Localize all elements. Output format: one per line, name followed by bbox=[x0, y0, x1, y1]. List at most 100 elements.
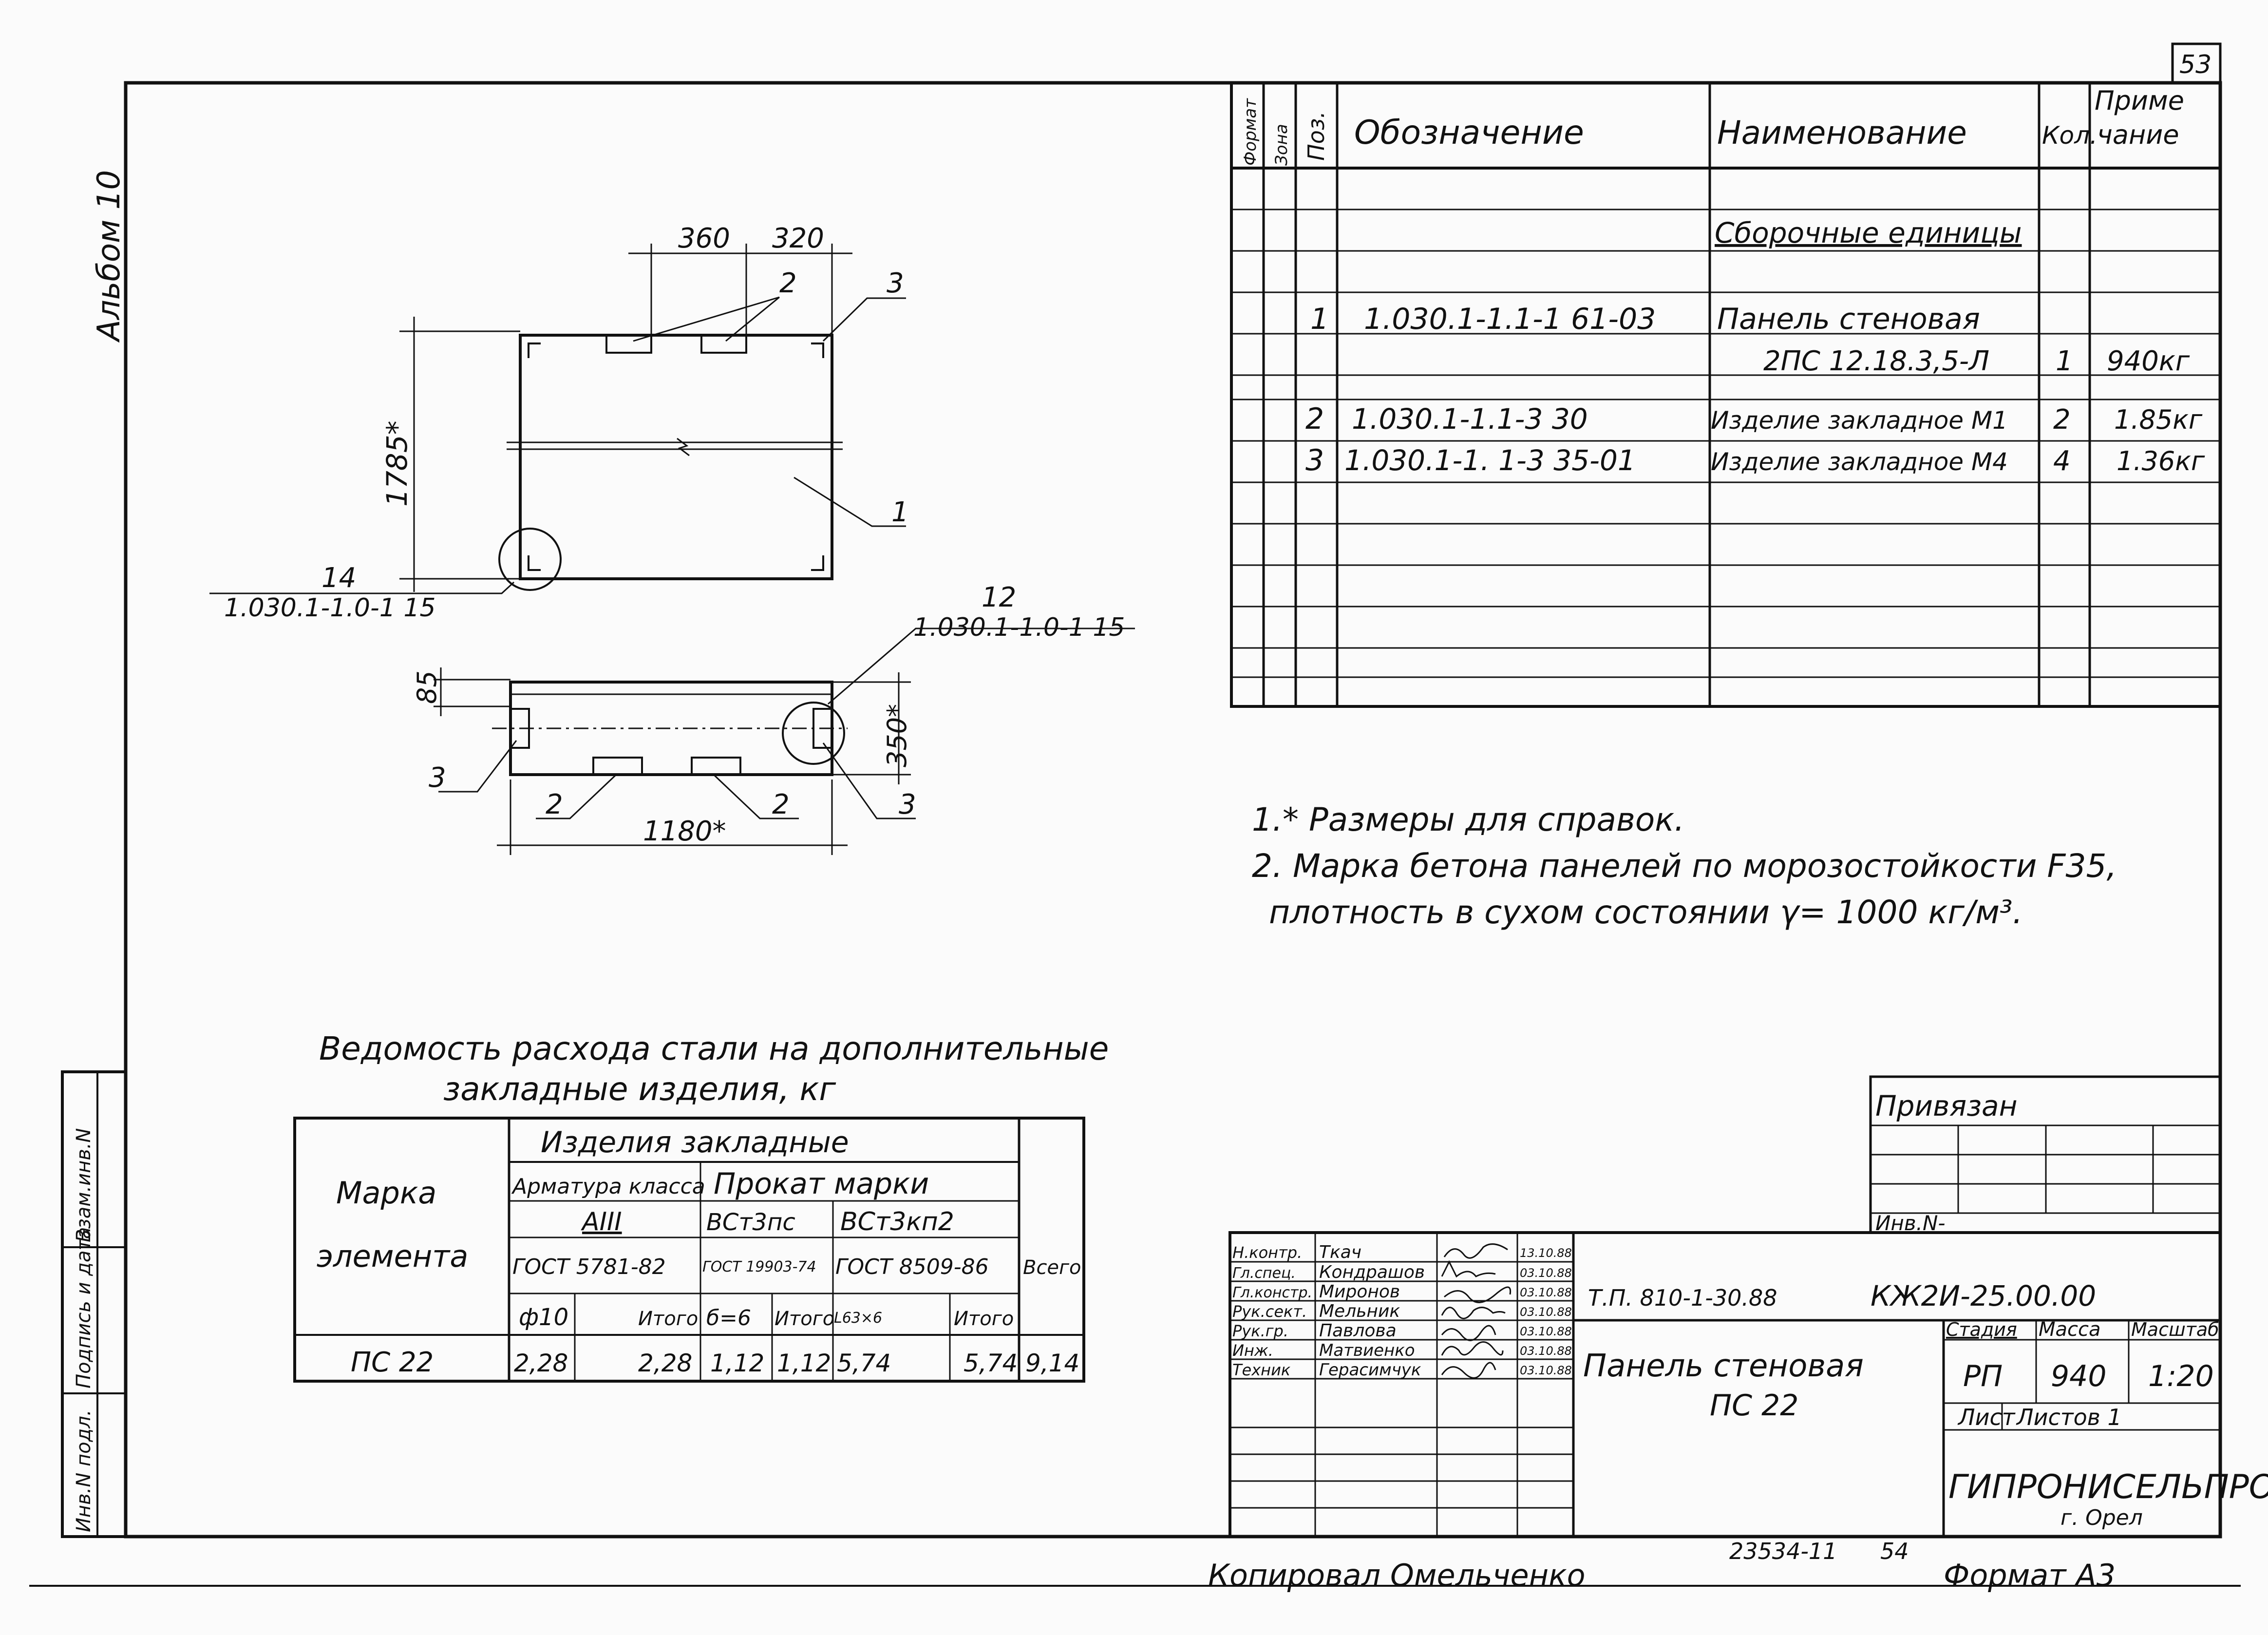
steel-row-mark: ПС 22 bbox=[351, 1347, 434, 1378]
side-stamp-inv: Инв.N подл. bbox=[73, 1409, 95, 1532]
spec-r2-name: 2ПС 12.18.3,5-Л bbox=[1763, 345, 1989, 377]
spec-r1-designation: 1.030.1-1.1-1 61-03 bbox=[1364, 302, 1656, 336]
spec-r4-qty: 4 bbox=[2053, 445, 2071, 477]
steel-h-vst3ps: ВСт3пс bbox=[706, 1209, 795, 1236]
date-4: 03.10.88 bbox=[1520, 1325, 1572, 1338]
spec-h-designation: Обозначение bbox=[1354, 114, 1584, 152]
steel-h-gost2: ГОСТ 19903-74 bbox=[702, 1258, 816, 1275]
leader-3-top: 3 bbox=[887, 267, 904, 299]
note-1: 1.* Размеры для справок. bbox=[1252, 801, 1684, 838]
spec-r2-qty: 1 bbox=[2056, 345, 2073, 377]
steel-table bbox=[293, 1117, 1085, 1383]
spec-r4-note: 1.36кг bbox=[2117, 446, 2205, 476]
spec-r4-pos: 3 bbox=[1305, 443, 1324, 477]
inv-n-label: Инв.N- bbox=[1875, 1211, 1946, 1235]
panel-front-view bbox=[209, 244, 906, 594]
steel-h-rebar: Арматура класса bbox=[511, 1174, 705, 1199]
name-2: Миронов bbox=[1319, 1282, 1400, 1302]
spec-r3-note: 1.85кг bbox=[2114, 404, 2203, 435]
dim-360: 360 bbox=[678, 223, 730, 254]
callout-14-ref: 1.030.1-1.0-1 15 bbox=[224, 593, 435, 623]
spec-r3-designation: 1.030.1-1.1-3 30 bbox=[1352, 402, 1588, 436]
steel-h-gost1: ГОСТ 5781-82 bbox=[512, 1255, 666, 1279]
spec-h-name: Наименование bbox=[1717, 114, 1967, 152]
spec-h-qty: Кол. bbox=[2042, 121, 2098, 150]
leader-3-right: 3 bbox=[899, 789, 916, 820]
leader-3-left: 3 bbox=[429, 762, 446, 794]
spec-r3-name: Изделие закладное М1 bbox=[1711, 406, 2008, 435]
bottom-format: Формат А3 bbox=[1944, 1558, 2116, 1593]
note-2: 2. Марка бетона панелей по морозостойкос… bbox=[1252, 847, 2117, 885]
spec-section: Сборочные единицы bbox=[1715, 216, 2022, 249]
steel-row-it2: 1,12 bbox=[777, 1349, 831, 1377]
steel-row-d6: 1,12 bbox=[710, 1349, 764, 1377]
spec-h-note2: чание bbox=[2097, 119, 2179, 150]
steel-h-mark1: Марка bbox=[336, 1175, 436, 1211]
date-3: 03.10.88 bbox=[1520, 1305, 1572, 1319]
date-5: 03.10.88 bbox=[1520, 1344, 1572, 1358]
stamp-scale: 1:20 bbox=[2148, 1359, 2214, 1393]
stamp-h-scale: Масштаб bbox=[2131, 1319, 2219, 1340]
spec-r1-name: Панель стеновая bbox=[1717, 302, 1980, 336]
stamp-h-sheets: Листов 1 bbox=[2016, 1404, 2122, 1430]
role-0: Н.контр. bbox=[1232, 1243, 1302, 1262]
stamp-h-mass: Масса bbox=[2039, 1318, 2101, 1341]
signatures bbox=[1441, 1243, 1512, 1379]
side-stamp: Инв.N подл. Подпись и дата Взам.инв.N bbox=[61, 1070, 127, 1538]
title-block bbox=[1228, 1231, 2222, 1538]
bottom-page: 54 bbox=[1880, 1538, 1909, 1564]
stamp-city: г. Орел bbox=[2060, 1505, 2143, 1530]
dim-1785: 1785* bbox=[380, 420, 414, 507]
bottom-copied: Копировал Омельченко bbox=[1208, 1558, 1586, 1593]
album-label: Альбом 10 bbox=[91, 170, 127, 343]
steel-h-total: Всего bbox=[1023, 1256, 1081, 1279]
stamp-code: КЖ2И-25.00.00 bbox=[1871, 1279, 2096, 1312]
date-1: 03.10.88 bbox=[1520, 1266, 1572, 1280]
spec-r1-pos: 1 bbox=[1310, 302, 1329, 336]
dim-1180: 1180* bbox=[643, 816, 726, 847]
privyazan-block bbox=[1869, 1075, 2222, 1234]
leader-1: 1 bbox=[891, 496, 909, 528]
callout-12: 12 bbox=[982, 582, 1016, 613]
name-1: Кондрашов bbox=[1319, 1262, 1425, 1282]
steel-title-1: Ведомость расхода стали на дополнительны… bbox=[319, 1030, 1109, 1067]
steel-h-rebar-cls: АIII bbox=[581, 1207, 622, 1236]
stamp-org: ГИПРОНИСЕЛЬПРОМ bbox=[1948, 1468, 2268, 1506]
name-5: Матвиенко bbox=[1319, 1341, 1415, 1360]
dim-85: 85 bbox=[412, 670, 442, 704]
steel-row-L63: 5,74 bbox=[837, 1349, 891, 1377]
spec-r2-note: 940кг bbox=[2107, 345, 2190, 377]
steel-title-2: закладные изделия, кг bbox=[443, 1070, 836, 1108]
stamp-h-sheet: Лист bbox=[1957, 1404, 2016, 1430]
spec-h-note1: Приме bbox=[2095, 85, 2184, 116]
steel-h-itogo2: Итого bbox=[775, 1308, 834, 1330]
steel-h-itogo3: Итого bbox=[954, 1308, 1014, 1330]
steel-h-vst3kp2: ВСт3кп2 bbox=[840, 1207, 954, 1236]
steel-row-d10: 2,28 bbox=[514, 1349, 568, 1377]
role-1: Гл.спец. bbox=[1232, 1265, 1296, 1282]
spec-r4-designation: 1.030.1-1. 1-3 35-01 bbox=[1344, 444, 1636, 477]
name-6: Герасимчук bbox=[1319, 1360, 1421, 1380]
stamp-tp: Т.П. 810-1-30.88 bbox=[1588, 1285, 1777, 1311]
bottom-num: 23534-11 bbox=[1729, 1538, 1837, 1564]
role-2: Гл.констр. bbox=[1232, 1284, 1312, 1301]
callout-12-ref: 1.030.1-1.0-1 15 bbox=[913, 613, 1125, 642]
steel-h-mark2: элемента bbox=[317, 1238, 468, 1274]
callout-14: 14 bbox=[321, 562, 356, 594]
page-number: 53 bbox=[2179, 50, 2211, 79]
stamp-title-2: ПС 22 bbox=[1710, 1388, 1798, 1423]
date-0: 13.10.88 bbox=[1520, 1246, 1572, 1260]
leader-2-right: 2 bbox=[772, 789, 790, 820]
steel-h-L63: L63×6 bbox=[834, 1310, 882, 1327]
side-stamp-sign: Подпись и дата bbox=[73, 1227, 95, 1388]
spec-h-format: Формат bbox=[1241, 98, 1260, 166]
panel-section-view bbox=[434, 627, 1135, 855]
steel-row-it1: 2,28 bbox=[638, 1349, 692, 1377]
steel-h-itogo1: Итого bbox=[638, 1308, 698, 1330]
stamp-title-1: Панель стеновая bbox=[1583, 1348, 1864, 1384]
stamp-h-stage: Стадия bbox=[1946, 1319, 2017, 1340]
steel-h-d6: б=6 bbox=[706, 1306, 751, 1331]
spec-h-zone: Зона bbox=[1272, 124, 1291, 166]
